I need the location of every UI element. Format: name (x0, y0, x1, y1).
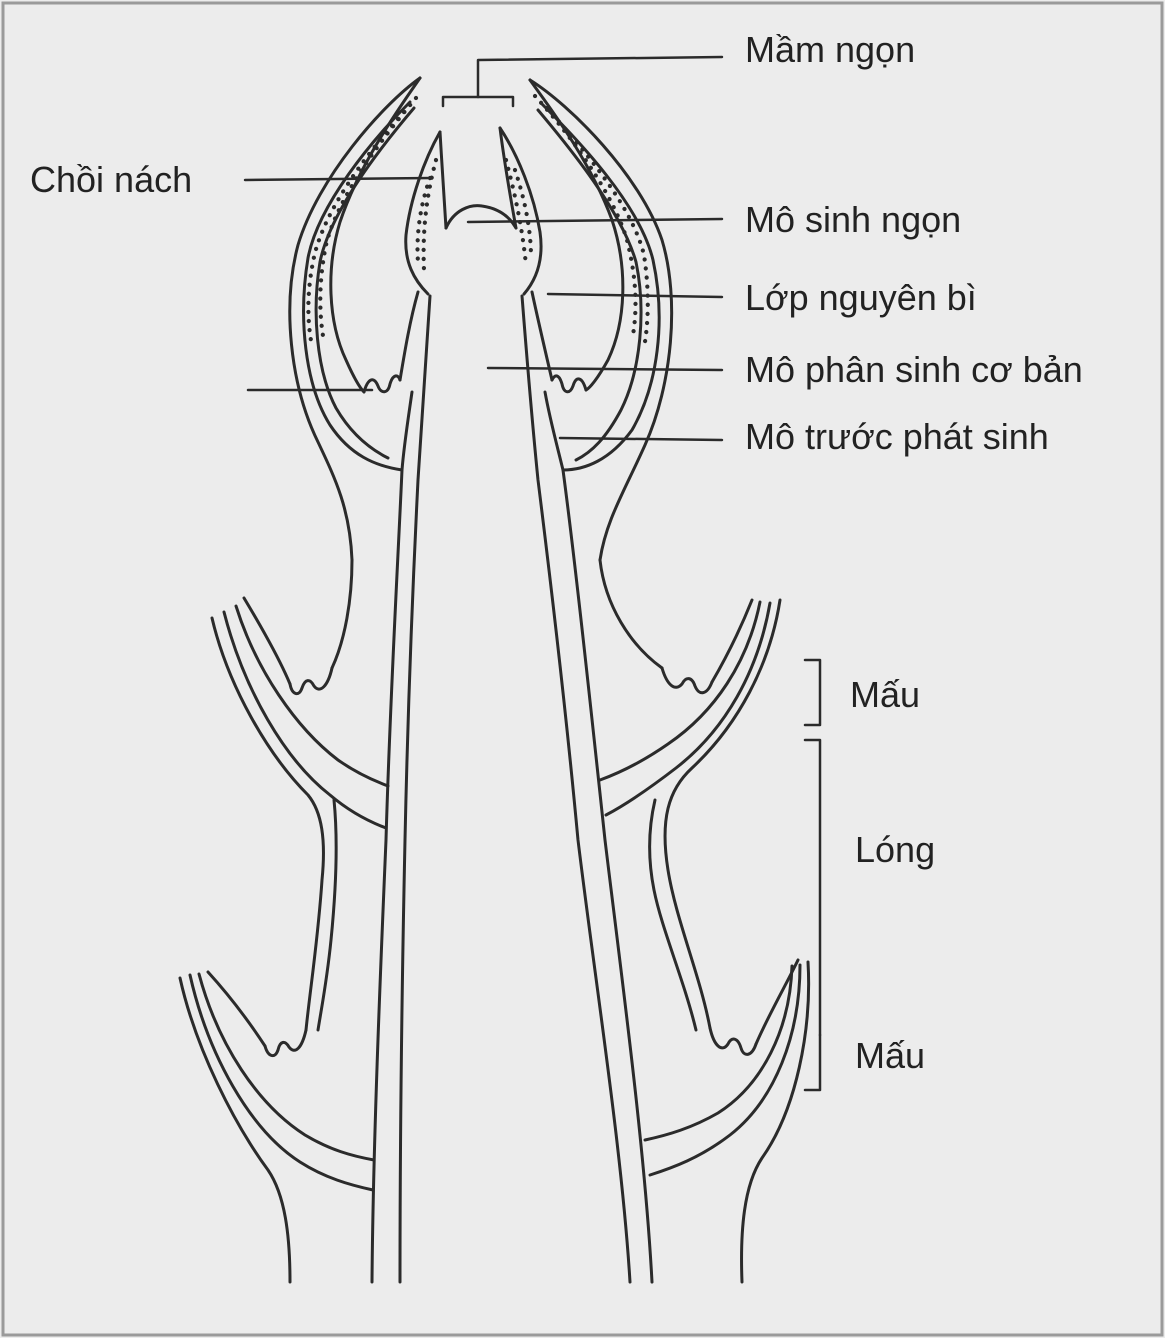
right-lower-leaf (645, 960, 809, 1282)
right-middle-axillary-bud (662, 668, 712, 693)
left-lower-leaf (180, 972, 374, 1282)
right-upper-leaf-stipple-a (535, 96, 635, 335)
stem-strands (372, 296, 652, 1282)
label-procambium: Mô trước phát sinh (745, 416, 1049, 457)
labels: Mầm ngọn Chồi nách Mô sinh ngọn Lớp nguy… (30, 29, 1083, 1076)
label-apical-meristem: Mô sinh ngọn (745, 199, 961, 240)
right-upper-leaf-vein-b (538, 110, 641, 460)
label-apical-bud: Mầm ngọn (745, 29, 915, 70)
right-upper-axillary-bud (552, 376, 586, 392)
label-protoderm: Lớp nguyên bì (745, 277, 977, 318)
ground-meristem-leader (488, 368, 722, 370)
right-lower-axillary-bud (710, 1028, 756, 1054)
left-middle-leaf (212, 560, 388, 1030)
apical-bud-bracket (443, 97, 513, 106)
left-middle-leaf-vein-a (224, 612, 386, 828)
right-middle-leaf (600, 560, 780, 1030)
right-upper-leaf-stipple-b (547, 108, 648, 348)
node-lower-bracket (805, 1035, 820, 1090)
left-lower-leaf-vein-b (199, 974, 374, 1160)
protoderm-leader (548, 294, 722, 297)
axillary-bud-leader (245, 178, 432, 180)
label-ground-meristem: Mô phân sinh cơ bản (745, 349, 1083, 390)
node-upper-bracket (805, 660, 820, 725)
right-strand-outer (545, 392, 652, 1282)
left-middle-leaf-inner (244, 598, 290, 684)
right-lower-leaf-outer (742, 962, 809, 1282)
right-stem-surface-upper (600, 560, 662, 668)
label-node-lower: Mấu (855, 1035, 925, 1076)
procambium-leader (560, 438, 722, 440)
label-node-upper: Mấu (850, 674, 920, 715)
right-middle-leaf-inner (712, 600, 752, 682)
right-axil-wall (532, 292, 552, 380)
right-upper-leaf-outer (530, 80, 672, 560)
left-lower-axillary-bud (265, 1030, 306, 1056)
left-upper-leaf-vein-a (304, 102, 410, 470)
apical-dome (446, 206, 516, 228)
right-lower-leaf-vein-b (645, 966, 792, 1140)
left-lower-leaf-inner (208, 972, 265, 1046)
right-strand-inner (522, 296, 630, 1282)
right-stem-cortex-line (650, 800, 696, 1030)
label-axillary-bud: Chồi nách (30, 159, 192, 200)
left-middle-leaf-vein-b (236, 606, 388, 786)
right-upper-leaf (530, 80, 672, 560)
left-primordium-inner (440, 132, 446, 228)
right-upper-leaf-vein-a (542, 104, 659, 470)
left-lower-leaf-outer (180, 978, 290, 1282)
right-primordium-outer (500, 128, 541, 294)
apical-bud-leader (478, 57, 722, 97)
left-upper-leaf-stipple-b (308, 112, 404, 346)
right-lower-leaf-vein-a (650, 965, 800, 1175)
page-frame (3, 3, 1162, 1335)
apex-group (406, 128, 541, 294)
left-middle-axillary-bud (290, 668, 332, 694)
left-stem-cortex-line (318, 800, 336, 1030)
apical-meristem-leader (468, 219, 722, 222)
label-internode: Lóng (855, 829, 935, 870)
left-stem-surface-upper (332, 560, 352, 668)
left-axil-wall (400, 292, 418, 380)
left-upper-leaf-stipple-a (320, 98, 416, 336)
